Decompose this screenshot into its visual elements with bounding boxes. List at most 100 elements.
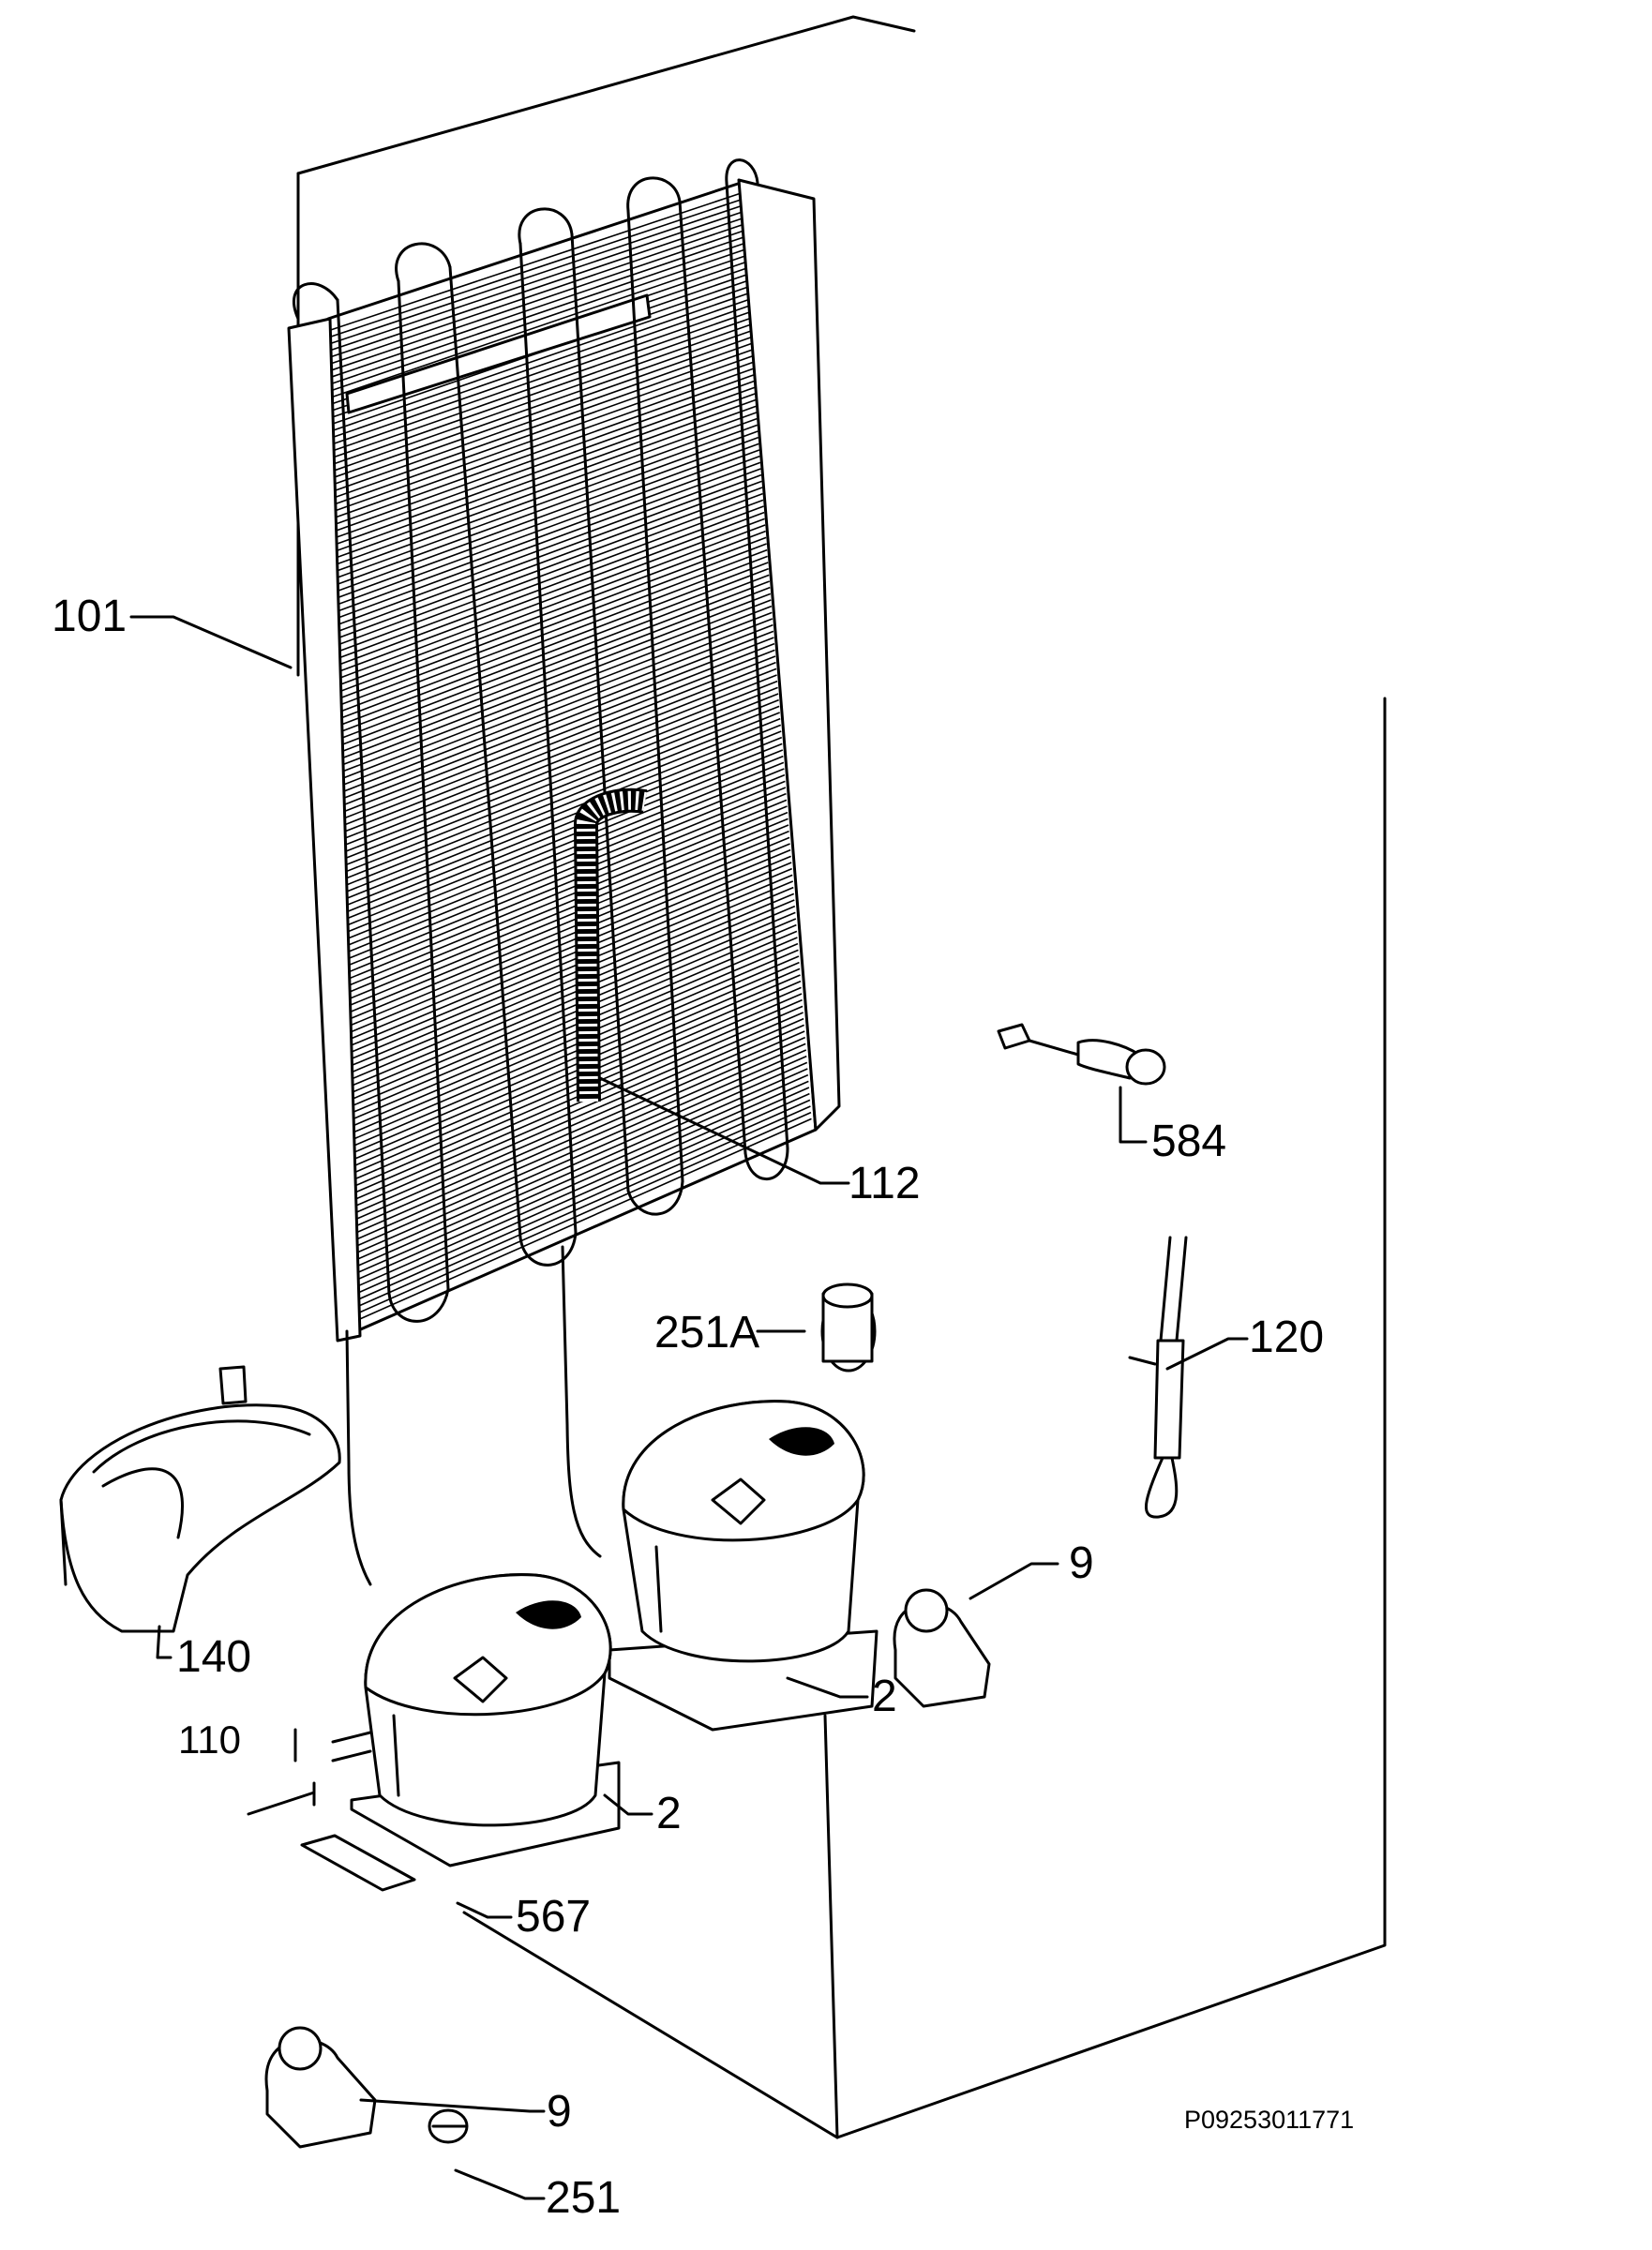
condenser-fin xyxy=(344,668,777,840)
condenser-fin xyxy=(336,386,755,539)
condenser-fins xyxy=(329,192,812,1321)
condenser-fin xyxy=(352,930,798,1120)
condenser-fin xyxy=(339,518,765,679)
condenser-fin xyxy=(350,874,793,1060)
condenser-fin xyxy=(349,848,791,1033)
condenser-fin xyxy=(332,286,747,431)
condenser-fin xyxy=(352,918,797,1107)
drip-tray xyxy=(59,1365,341,1633)
condenser xyxy=(287,158,841,1586)
condenser-fin xyxy=(340,548,768,712)
label-2-right: 2 xyxy=(872,1672,897,1721)
condenser-fin xyxy=(340,562,769,726)
condenser-fin xyxy=(337,442,759,599)
condenser-fin xyxy=(357,1118,812,1321)
condenser-fin xyxy=(342,611,773,779)
condenser-fin xyxy=(333,311,749,458)
condenser-fin xyxy=(356,1087,810,1287)
condenser-fin xyxy=(337,430,758,585)
label-9-right: 9 xyxy=(1069,1538,1094,1588)
condenser-fin xyxy=(343,649,775,819)
compressor-right xyxy=(608,1400,879,1732)
condenser-fin xyxy=(340,543,767,706)
condenser-fin xyxy=(353,1005,803,1201)
condenser-fin xyxy=(348,799,788,980)
label-2-left: 2 xyxy=(656,1789,682,1838)
condenser-fin xyxy=(330,224,743,365)
condenser-fin xyxy=(351,911,796,1101)
reference-code: P09253011771 xyxy=(1184,2106,1354,2134)
condenser-fin xyxy=(338,480,762,639)
condenser-fin xyxy=(349,830,789,1013)
condenser-fin xyxy=(343,661,776,832)
condenser-fin xyxy=(343,642,775,813)
condenser-fin xyxy=(356,1073,809,1274)
condenser-fin xyxy=(347,761,785,940)
condenser-fin xyxy=(338,505,764,666)
condenser-fin xyxy=(354,1024,804,1221)
condenser-fin xyxy=(341,599,772,766)
condenser-fin xyxy=(331,243,743,384)
condenser-fin xyxy=(338,449,760,606)
condenser-fin xyxy=(354,1036,806,1234)
condenser-fin xyxy=(351,892,795,1080)
condenser-fin xyxy=(341,574,770,740)
condenser-fin xyxy=(353,955,800,1148)
cabinet-outline xyxy=(296,15,1387,2139)
condenser-fin xyxy=(352,923,797,1114)
condenser-fin xyxy=(330,218,742,358)
mounting-plate xyxy=(300,1834,416,1892)
condenser-fin xyxy=(339,524,766,685)
condenser-fin xyxy=(338,487,763,646)
condenser-fin xyxy=(356,1099,811,1301)
condenser-fin xyxy=(342,623,773,793)
condenser-fin xyxy=(334,330,751,478)
condenser-fin xyxy=(333,305,749,452)
condenser-fin xyxy=(336,398,756,552)
condenser-fin xyxy=(331,236,743,378)
condenser-fin xyxy=(350,880,794,1067)
condenser-fin xyxy=(335,374,754,525)
condenser-fin xyxy=(350,862,792,1047)
condenser-fin xyxy=(345,705,780,879)
condenser-fin xyxy=(346,749,784,926)
condenser-fin xyxy=(334,337,751,485)
condenser-fin xyxy=(354,1017,804,1214)
condenser-fin xyxy=(338,455,760,612)
condenser-fin xyxy=(338,499,764,659)
condenser-fin xyxy=(335,361,753,512)
condenser-fin xyxy=(344,680,778,853)
label-112: 112 xyxy=(849,1159,921,1208)
condenser-fin xyxy=(343,637,774,806)
condenser-fin xyxy=(350,855,791,1041)
condenser-fin xyxy=(333,318,750,465)
compressor-left xyxy=(247,1573,621,1868)
label-9-bottom: 9 xyxy=(547,2087,572,2137)
condenser-fin xyxy=(346,730,782,907)
condenser-fin xyxy=(334,323,750,472)
starter-relay-wiring xyxy=(1128,1236,1188,1519)
label-120: 120 xyxy=(1249,1312,1324,1362)
condenser-fin xyxy=(347,787,787,967)
condenser-fin xyxy=(334,349,752,499)
label-251: 251 xyxy=(546,2173,621,2223)
condenser-fin xyxy=(337,436,759,592)
condenser-fin xyxy=(338,492,763,652)
condenser-fin xyxy=(356,1080,809,1281)
condenser-fin xyxy=(339,536,767,699)
condenser-fin xyxy=(337,424,758,578)
condenser-fin xyxy=(340,567,770,732)
condenser-fin xyxy=(351,905,796,1094)
condenser-fin xyxy=(341,592,772,759)
condenser-fin xyxy=(355,1055,807,1254)
condenser-fin xyxy=(336,405,757,559)
condenser-fin xyxy=(349,836,790,1020)
overload-protector xyxy=(997,1023,1166,1086)
condenser-fin xyxy=(330,205,741,345)
grommet-251a xyxy=(820,1282,877,1372)
label-110: 110 xyxy=(178,1718,241,1762)
condenser-fin xyxy=(345,712,780,886)
condenser-fin xyxy=(347,773,786,953)
condenser-fin xyxy=(341,586,771,753)
